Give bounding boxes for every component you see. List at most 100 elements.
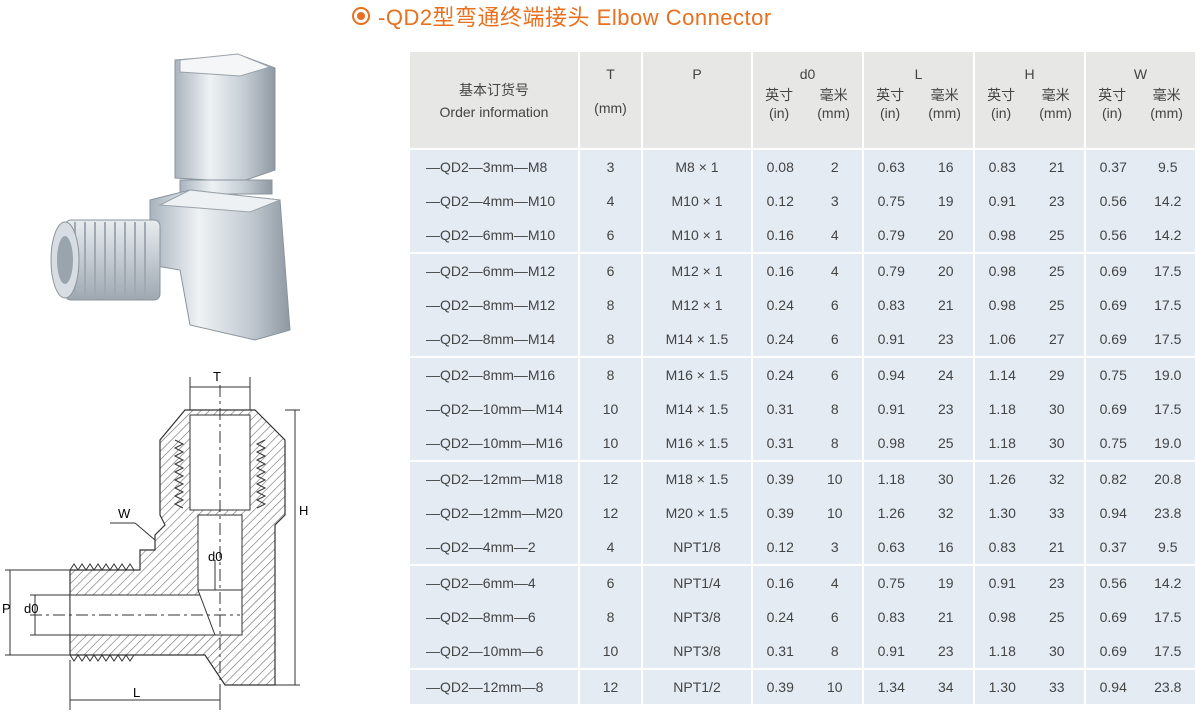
cell-L_mm: 21 [937,609,954,625]
cell-L_mm: 16 [937,159,954,175]
cell-L_in: 0.91 [877,331,905,347]
header-H: H 英寸(in)毫米(mm) [975,52,1086,148]
cell-H_mm: 30 [1048,643,1065,659]
cell-L_mm: 30 [937,471,954,487]
cell-d0_mm: 10 [826,679,843,695]
cell-L_mm: 23 [937,331,954,347]
cell-T: 8 [580,358,643,392]
cell-order: —QD2—8mm—M12 [410,288,580,322]
cell-W_in: 0.69 [1099,401,1127,417]
label-W: W [118,506,131,521]
spec-table-wrap: 基本订货号 Order information T (mm) P d0 英寸(i… [410,52,1195,712]
cell-W_mm: 23.8 [1154,679,1182,695]
cell-d0_in: 0.31 [766,643,794,659]
header-L: L 英寸(in)毫米(mm) [864,52,975,148]
cell-H_in: 0.83 [988,159,1016,175]
cell-W_mm: 14.2 [1154,575,1182,591]
cell-T: 8 [580,600,643,634]
cell-P: NPT3/8 [643,634,753,670]
cell-d0_in: 0.31 [766,401,794,417]
cell-P: NPT1/4 [643,566,753,600]
cell-order: —QD2—6mm—M10 [410,218,580,254]
cell-d0_mm: 2 [830,159,839,175]
cell-P: M14 × 1.5 [643,392,753,426]
cell-L: 0.79 20 [864,218,975,254]
cell-L_in: 1.26 [877,505,905,521]
cell-order: —QD2—10mm—M14 [410,392,580,426]
cell-d0: 0.31 8 [753,634,864,670]
cell-L_mm: 16 [937,539,954,555]
cell-L_mm: 20 [937,263,954,279]
cell-P: M10 × 1 [643,184,753,218]
cell-L_mm: 34 [937,679,954,695]
cell-W_mm: 17.5 [1154,331,1182,347]
cell-W_mm: 19.0 [1154,435,1182,451]
cell-L_in: 0.79 [877,227,905,243]
cell-d0_mm: 8 [830,643,839,659]
cell-T: 4 [580,184,643,218]
cell-P: M14 × 1.5 [643,322,753,358]
cell-P: NPT3/8 [643,600,753,634]
cell-L_mm: 20 [937,227,954,243]
cell-P: NPT1/8 [643,530,753,566]
cell-T: 10 [580,392,643,426]
cell-W_mm: 14.2 [1154,193,1182,209]
cell-P: M16 × 1.5 [643,426,753,462]
cell-W_in: 0.56 [1099,193,1127,209]
cell-W_in: 0.75 [1099,367,1127,383]
cell-d0_in: 0.31 [766,435,794,451]
cell-d0_in: 0.24 [766,367,794,383]
cell-H_mm: 30 [1048,401,1065,417]
cell-W_mm: 17.5 [1154,263,1182,279]
cell-H_in: 0.98 [988,297,1016,313]
cell-T: 6 [580,566,643,600]
cell-L_mm: 25 [937,435,954,451]
cell-L_mm: 19 [937,575,954,591]
cell-W: 0.56 14.2 [1086,184,1195,218]
cell-d0_mm: 6 [830,609,839,625]
cell-d0_mm: 4 [830,575,839,591]
cell-H_mm: 25 [1048,297,1065,313]
cell-H_in: 1.30 [988,679,1016,695]
cell-T: 4 [580,530,643,566]
label-P: P [2,601,11,616]
cell-d0_mm: 6 [830,367,839,383]
cell-W_in: 0.69 [1099,643,1127,659]
cell-H_mm: 29 [1048,367,1065,383]
cell-H_in: 1.18 [988,643,1016,659]
cell-W_in: 0.37 [1099,159,1127,175]
cell-d0_in: 0.12 [766,193,794,209]
